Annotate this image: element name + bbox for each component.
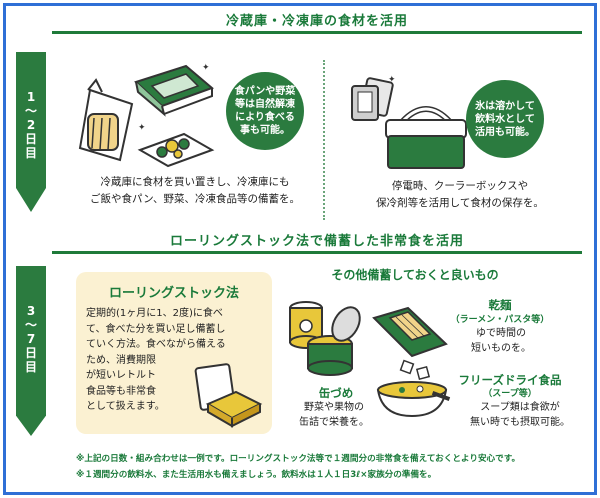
section2-day-tilde: 〜 (24, 318, 37, 332)
canned-food-icon (289, 301, 361, 376)
freeze-dry-text: スープ類は食欲が 無い時でも摂取可能。 (470, 402, 570, 428)
section1-title-bar: 冷蔵庫・冷凍庫の食材を活用 (52, 12, 582, 34)
section2-days-arrow: 3 〜 7 日 目 (16, 266, 46, 436)
rolling-stock-text: 定期的(1ヶ月に1、2度)に食べ て、食べた分を買い足し備蓄し ていく方法。食べ… (86, 308, 226, 412)
svg-text:✦: ✦ (138, 123, 146, 133)
ice-tip-bubble: 氷は溶かして飲料水として活用も可能。 (466, 80, 544, 158)
section2-day-ordinal: 目 (24, 360, 37, 374)
section1-caption-left: 冷蔵庫に食材を買い置きし、冷凍庫にも ご飯や食パン、野菜、冷凍食品等の備蓄を。 (90, 176, 300, 205)
section1-divider (323, 60, 325, 220)
section1-day-end: 2 (26, 118, 36, 132)
frozen-package-icon: ✦ (134, 63, 214, 117)
section1-days-arrow: 1 〜 2 日 目 (16, 52, 46, 212)
section1-title: 冷蔵庫・冷凍庫の食材を活用 (225, 14, 408, 29)
section1-caption-right: 停電時、クーラーボックスや 保冷剤等を活用して食材の保存を。 (376, 180, 544, 209)
section1-day-ordinal: 目 (24, 146, 37, 160)
svg-text:✦: ✦ (388, 75, 396, 85)
freeze-dry-title: フリーズドライ食品 (458, 373, 562, 387)
freeze-dry-subtitle: （スープ等） (483, 389, 537, 399)
freeze-dry-soup-icon (376, 359, 451, 418)
svg-text:✦: ✦ (202, 63, 210, 73)
noodles-subtitle: （ラーメン・パスタ等） (450, 315, 550, 325)
ice-pack-icon: ✦ (351, 75, 396, 121)
footnote-days: ※上記の日数・組み合わせは一例です。ローリングストック法等で１週間分の非常食を備… (76, 454, 521, 464)
section2-title-bar: ローリングストック法で備蓄した非常食を活用 (52, 232, 582, 254)
noodles-text: ゆで時間の 短いものを。 (471, 328, 531, 354)
thaw-tip-bubble: 食パンや野菜等は自然解凍により食べる事も可能。 (226, 72, 304, 150)
rolling-stock-title: ローリングストック法 (108, 286, 239, 301)
canned-text: 野菜や果物の 缶詰で栄養を。 (299, 402, 369, 428)
footnote-water: ※１週間分の飲料水、また生活用水も備えましょう。飲料水は１人１日3ℓ×家族分の準… (76, 470, 437, 480)
section2-day-end: 7 (26, 332, 36, 346)
frozen-vegetables-icon: ✦ (137, 123, 215, 168)
noodles-title: 乾麺 (488, 298, 512, 312)
canned-title: 缶づめ (318, 386, 354, 400)
other-supplies-title: その他備蓄しておくと良いもの (331, 268, 499, 282)
section2-day-unit: 日 (24, 346, 37, 360)
section1-day-tilde: 〜 (24, 104, 37, 118)
section1-day-start: 1 (26, 90, 36, 104)
cooler-box-icon: ✦ (385, 106, 476, 169)
section1-day-unit: 日 (24, 132, 37, 146)
bread-bag-icon (78, 78, 134, 162)
section2-title: ローリングストック法で備蓄した非常食を活用 (169, 234, 464, 249)
retort-pouch-icon (194, 363, 263, 428)
section2-day-start: 3 (26, 304, 36, 318)
dried-noodles-icon (372, 306, 448, 358)
